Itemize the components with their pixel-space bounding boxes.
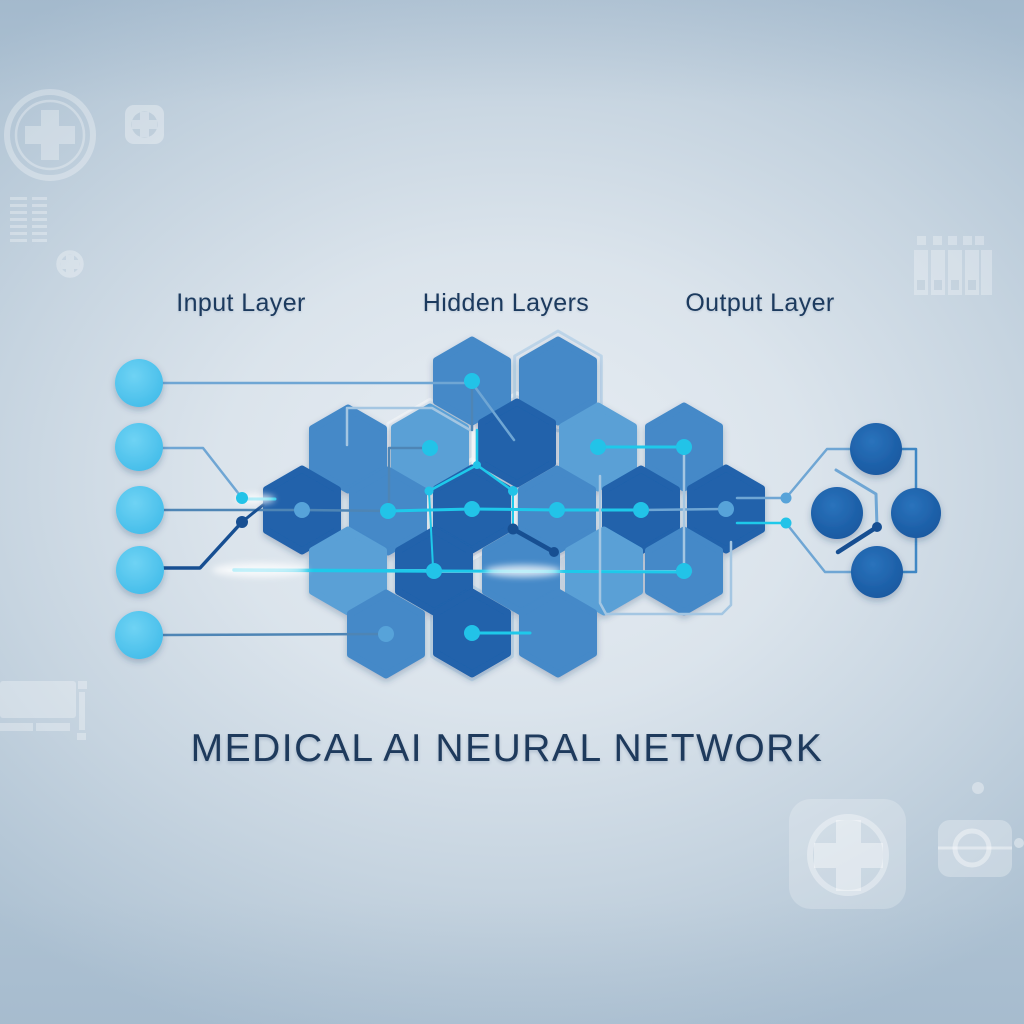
hexagon-center-dot (718, 501, 734, 517)
ring-plus-icon (56, 250, 84, 278)
glow-hotspot (485, 565, 561, 577)
io-nodes (115, 359, 941, 659)
hexagon-node-medium (519, 588, 597, 678)
connection-line (300, 508, 390, 513)
hexagon-center-dot (464, 625, 480, 641)
output-node (811, 487, 863, 539)
connection-line (386, 507, 474, 513)
input-node (116, 486, 164, 534)
hexagon-node-medium (309, 404, 387, 494)
connector-dot (872, 522, 882, 532)
input-node (116, 546, 164, 594)
connector-dot (780, 492, 792, 504)
connection-line (835, 524, 880, 555)
connection-line (639, 507, 726, 512)
connector-dot (236, 516, 248, 528)
connection-line (159, 520, 244, 570)
connection-line (784, 447, 855, 500)
connection-line (159, 446, 244, 500)
hexagon-center-dot (378, 626, 394, 642)
connector-dot (236, 492, 248, 504)
hexagon-center-dot (422, 440, 438, 456)
hexagon-outline (513, 329, 603, 433)
connection-line (475, 463, 515, 493)
connector-dot (508, 486, 518, 496)
hidden-layers-label: Hidden Layers (422, 289, 590, 317)
hospital-bed-panel-icon (0, 681, 87, 740)
connector-dot (549, 547, 559, 557)
connector-dot (780, 517, 792, 529)
connection-line (387, 446, 430, 510)
output-node (851, 546, 903, 598)
connection-line (784, 521, 856, 574)
hexagon-center-dot (464, 501, 480, 517)
connector-dot (507, 523, 519, 535)
input-node (115, 611, 163, 659)
equalizer-bars-icon (914, 236, 992, 295)
connection-line (473, 385, 516, 442)
hexagon-center-dot (590, 439, 606, 455)
background-icons (0, 89, 1024, 909)
hexagon-center-dot (294, 502, 310, 518)
first-aid-kit-icon (789, 799, 906, 909)
hexagon-center-dot (676, 563, 692, 579)
hexagon-node-medium (519, 336, 597, 426)
hexagon-center-dot (426, 563, 442, 579)
hexagon-center-dot (633, 502, 649, 518)
output-layer-label: Output Layer (685, 289, 835, 317)
connector-dots (236, 373, 882, 642)
hexagon-center-dot (549, 502, 565, 518)
hexagon-center-dot (380, 503, 396, 519)
hexagon-node-dark (478, 398, 556, 488)
page-title: MEDICAL AI NEURAL NETWORK (190, 727, 824, 770)
connection-line (470, 507, 559, 512)
glow-hotspot (212, 563, 308, 577)
output-node (850, 423, 902, 475)
hexagon-center-dot (676, 439, 692, 455)
connector-dot (424, 486, 434, 496)
medical-cross-square-icon (125, 105, 164, 144)
report-lines-icon (10, 197, 47, 242)
connection-line (510, 526, 557, 555)
connection-line (345, 406, 472, 447)
input-node (115, 359, 163, 407)
input-layer-label: Input Layer (176, 289, 306, 317)
connection-lines (159, 381, 918, 637)
connection-line (428, 490, 434, 568)
hidden-layer-hexagons (263, 336, 765, 679)
output-node (891, 488, 941, 538)
connection-line (427, 463, 479, 493)
input-node (115, 423, 163, 471)
camera-device-icon (938, 782, 1024, 877)
connection-line (161, 632, 386, 637)
hexagon-center-dot (464, 373, 480, 389)
medical-cross-circle-icon (4, 89, 96, 181)
connector-dot (473, 461, 481, 469)
connection-line (598, 474, 733, 616)
